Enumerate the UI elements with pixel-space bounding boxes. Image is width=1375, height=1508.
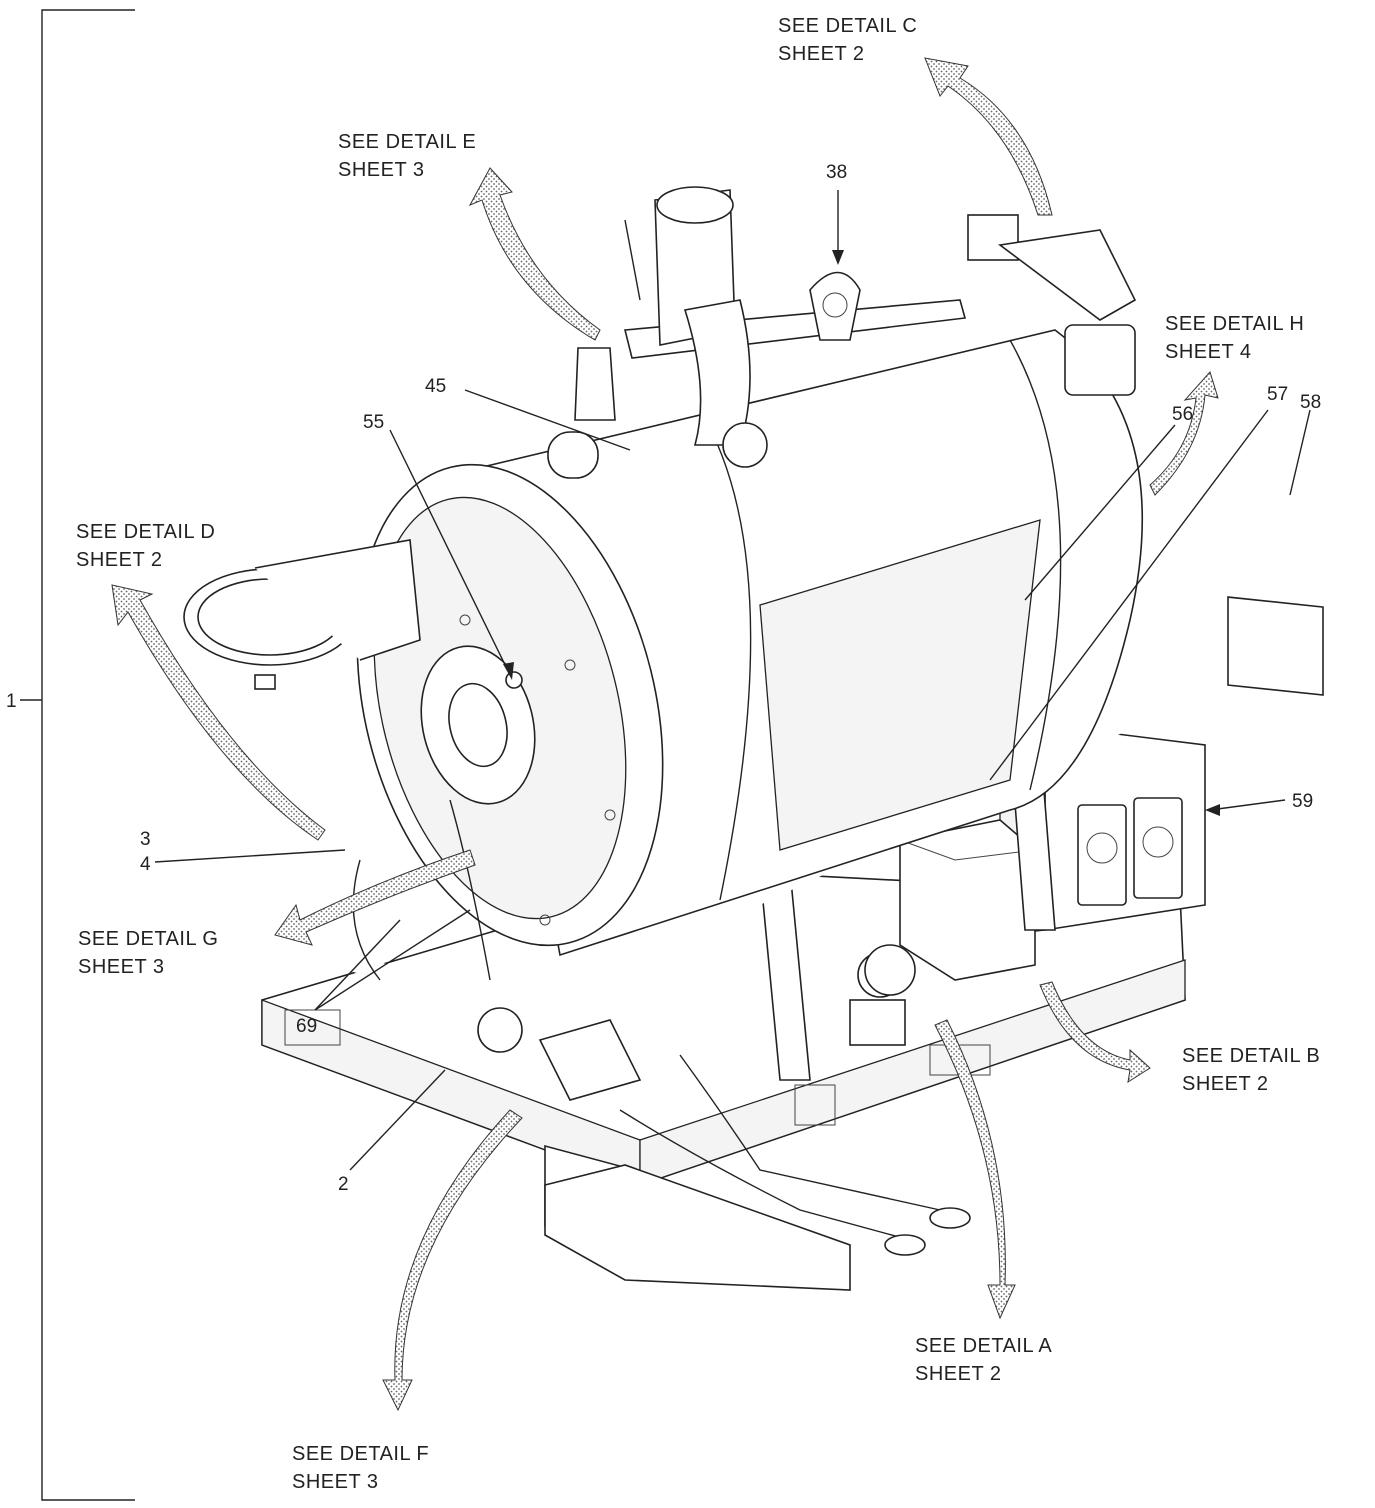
detail-b-label-1: SEE DETAIL B	[1182, 1045, 1320, 1067]
detail-d-label-2: SHEET 2	[76, 549, 163, 571]
item-2: 2	[338, 1174, 349, 1195]
assembly-bracket	[20, 9, 135, 1501]
item-4: 4	[140, 854, 151, 875]
detail-a-label-1: SEE DETAIL A	[915, 1335, 1052, 1357]
detail-c-label-2: SHEET 2	[778, 43, 865, 65]
detail-e-arrow	[468, 167, 601, 341]
item-56: 56	[1172, 404, 1193, 425]
item-38: 38	[826, 162, 847, 183]
detail-h-arrow	[1149, 371, 1219, 496]
item-69: 69	[296, 1016, 317, 1037]
top-piping	[547, 186, 1137, 479]
item-55: 55	[363, 412, 384, 433]
ring-bracket	[183, 539, 421, 690]
item-3: 3	[140, 829, 151, 850]
detail-e-label-2: SHEET 3	[338, 159, 425, 181]
detail-e-label-1: SEE DETAIL E	[338, 131, 476, 153]
item-58: 58	[1300, 392, 1321, 413]
detail-b-arrow	[1039, 981, 1151, 1084]
detail-c-arrow	[924, 57, 1053, 216]
detail-g-label-2: SHEET 3	[78, 956, 165, 978]
item-59: 59	[1292, 791, 1313, 812]
detail-f-label-2: SHEET 3	[292, 1471, 379, 1493]
callout-labels: SEE DETAIL C SHEET 2 SEE DETAIL E SHEET …	[76, 15, 1320, 1493]
hoses	[352, 799, 971, 1256]
item-1: 1	[6, 691, 17, 712]
detail-a-arrow	[934, 1019, 1016, 1320]
item-57: 57	[1267, 384, 1288, 405]
leader-lines	[154, 190, 1324, 1171]
item-numbers: 1 2 3 4 38 45 55 56 57 58 59 69	[6, 162, 1321, 1195]
detail-g-label-1: SEE DETAIL G	[78, 928, 218, 950]
detail-h-label-1: SEE DETAIL H	[1165, 313, 1304, 335]
guard-rail	[179, 543, 1253, 1003]
detail-a-label-2: SHEET 2	[915, 1363, 1002, 1385]
detail-f-label-1: SEE DETAIL F	[292, 1443, 429, 1465]
detail-c-label-1: SEE DETAIL C	[778, 15, 917, 37]
detail-h-label-2: SHEET 4	[1165, 341, 1252, 363]
detail-g-arrow	[274, 849, 476, 946]
item-45: 45	[425, 376, 446, 397]
tank	[356, 329, 1144, 957]
detail-d-label-1: SEE DETAIL D	[76, 521, 215, 543]
skid-frame	[261, 869, 1186, 1291]
detail-d-arrow	[111, 584, 326, 841]
detail-arrows	[111, 57, 1219, 1412]
detail-b-label-2: SHEET 2	[1182, 1073, 1269, 1095]
detail-f-arrow	[382, 1109, 523, 1412]
